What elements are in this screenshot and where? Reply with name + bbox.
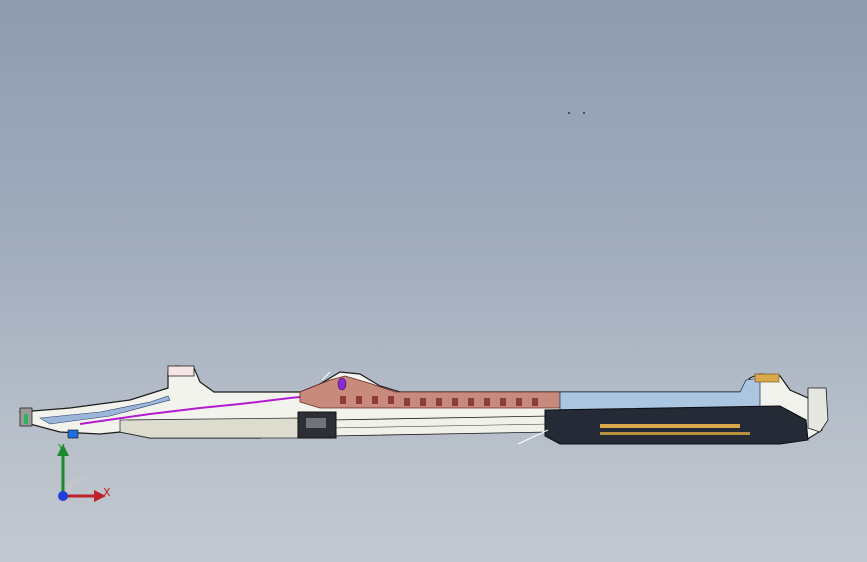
- sketch-line: [517, 429, 549, 445]
- y-arrow-icon: [57, 444, 69, 456]
- trigger-mechanism[interactable]: [297, 411, 337, 439]
- sketch-line-2: [321, 371, 331, 381]
- sight-marker: [337, 377, 347, 391]
- coordinate-triad: X Y: [40, 438, 120, 518]
- blue-upper-panel[interactable]: [559, 377, 761, 411]
- barrel-centerline: [329, 423, 551, 429]
- sling-mount[interactable]: [67, 429, 79, 439]
- butt-pad[interactable]: [19, 407, 33, 427]
- end-cap[interactable]: [807, 387, 829, 433]
- y-axis-label: Y: [58, 442, 65, 455]
- origin-dot: [58, 491, 68, 501]
- stock-lower-panel: [119, 417, 321, 439]
- cheek-rest-tab[interactable]: [167, 365, 195, 377]
- gold-internal-parts: [600, 373, 780, 435]
- x-axis-label: X: [103, 486, 111, 499]
- rail-teeth: [340, 396, 538, 406]
- triad-graphic: [57, 444, 106, 502]
- x-arrow-icon: [94, 490, 106, 502]
- blue-inner-strip: [39, 395, 171, 425]
- stray-points: [568, 112, 585, 114]
- receiver-rail[interactable]: [299, 375, 561, 409]
